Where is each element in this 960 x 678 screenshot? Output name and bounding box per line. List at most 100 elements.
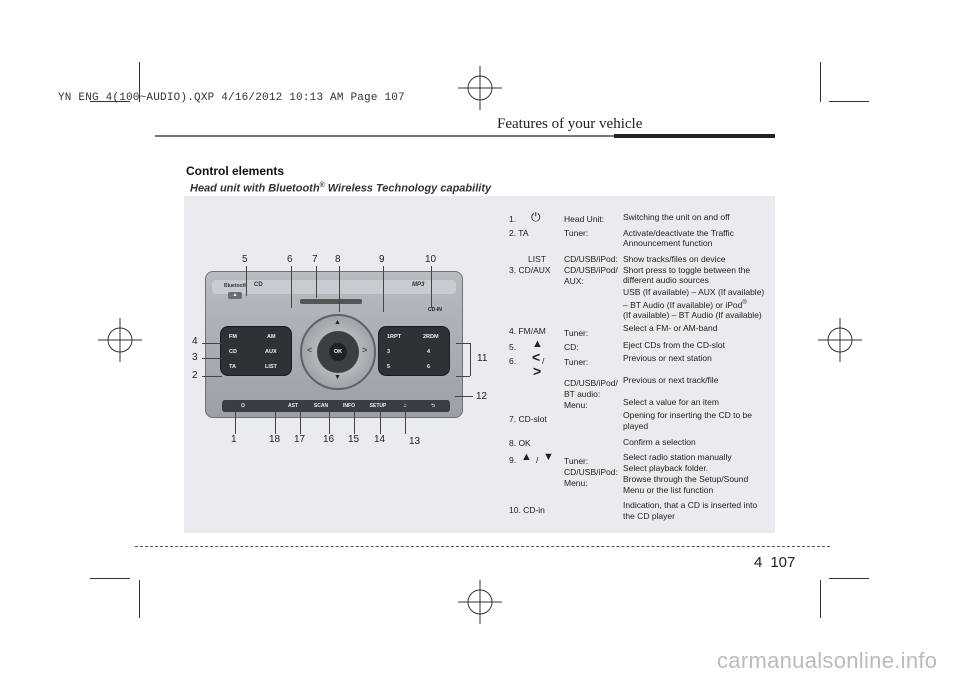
up-arrow-icon: ▲ xyxy=(334,319,341,326)
callout-3: 3 xyxy=(192,352,198,363)
eject-icon: ▲ xyxy=(532,338,543,350)
callout-13: 13 xyxy=(409,436,421,447)
preset-5-key: 5 xyxy=(387,364,391,370)
row-3-desc: (If available) – BT Audio (If available) xyxy=(623,310,762,320)
row-6-desc: Previous or next track/file xyxy=(623,375,719,385)
preset-button-pad: 1RPT 2RDM 3 4 5 6 xyxy=(378,326,450,376)
row-6-separator: / xyxy=(542,356,545,366)
row-10-desc: the CD player xyxy=(623,511,675,521)
leader-line xyxy=(291,266,292,308)
row-6-label: CD/USB/iPod/ xyxy=(564,378,618,388)
preset-1-key: 1RPT xyxy=(387,334,402,340)
row-6-desc: Previous or next station xyxy=(623,353,712,363)
leader-line xyxy=(405,410,406,434)
navigation-dial: OK ▲ ▼ < > xyxy=(300,314,376,390)
row-9-desc: Browse through the Setup/Sound xyxy=(623,474,749,484)
leader-line xyxy=(202,376,222,377)
next-chevron-icon: > xyxy=(533,363,542,379)
ast-key: AST xyxy=(288,403,298,409)
aux-key: AUX xyxy=(265,349,277,355)
leader-line xyxy=(235,410,236,434)
row-3-num: LIST xyxy=(528,254,546,264)
down-arrow-icon: ▼ xyxy=(334,374,341,381)
callout-18: 18 xyxy=(269,434,281,445)
row-2-num: 2. TA xyxy=(509,228,529,238)
preset-6-key: 6 xyxy=(427,364,431,370)
leader-line xyxy=(316,266,317,298)
info-key: INFO xyxy=(343,403,355,409)
registration-mark xyxy=(458,66,502,110)
callout-11: 11 xyxy=(477,353,488,364)
crop-mark xyxy=(829,101,869,102)
callout-8: 8 xyxy=(335,254,341,265)
fm-key: FM xyxy=(229,334,237,340)
music-note-icon: ♫ xyxy=(403,403,407,409)
leader-line xyxy=(339,266,340,312)
callout-17: 17 xyxy=(294,434,306,445)
row-9-separator: / xyxy=(536,455,539,465)
row-6-desc: Select a value for an item xyxy=(623,397,719,407)
row-1-desc: Switching the unit on and off xyxy=(623,212,730,222)
leader-line xyxy=(383,266,384,312)
row-6-label: Menu: xyxy=(564,400,588,410)
leader-line xyxy=(380,410,381,434)
callout-7: 7 xyxy=(312,254,318,265)
cd-key: CD xyxy=(229,349,237,355)
cd-logo: CD xyxy=(254,282,263,288)
row-3-desc: – BT Audio (If available) or iPod® xyxy=(623,299,747,310)
ok-button: OK xyxy=(329,343,347,361)
row-3-num: 3. CD/AUX xyxy=(509,265,551,275)
preset-4-key: 4 xyxy=(427,349,431,355)
mp3-logo: MP3 xyxy=(412,282,425,288)
up-arrow-icon: ▲ xyxy=(521,451,532,463)
callout-6: 6 xyxy=(287,254,293,265)
ta-key: TA xyxy=(229,364,236,370)
callout-9: 9 xyxy=(379,254,385,265)
row-2-label: Tuner: xyxy=(564,228,589,238)
leader-line xyxy=(300,410,301,434)
callout-1: 1 xyxy=(231,434,237,445)
page-title: Control elements xyxy=(186,164,285,178)
crop-mark xyxy=(829,578,869,579)
registration-mark xyxy=(458,580,502,624)
setup-key: SETUP xyxy=(369,403,387,409)
previous-chevron-icon: < xyxy=(532,349,541,365)
row-9-desc: Menu or the list function xyxy=(623,485,714,495)
row-10-num: 10. CD-in xyxy=(509,505,545,515)
page-subtitle: Head unit with Bluetooth® Wireless Techn… xyxy=(190,182,492,195)
callout-4: 4 xyxy=(192,336,198,347)
leader-line xyxy=(246,266,247,296)
row-5-num: 5. xyxy=(509,342,517,352)
row-9-label: Tuner: xyxy=(564,456,589,466)
crop-mark xyxy=(90,101,130,102)
section-header: Features of your vehicle xyxy=(497,116,643,132)
head-unit-illustration: Bluetooth CD MP3 ▲ CD-IN FM AM CD AUX TA… xyxy=(205,271,463,418)
row-4-desc: Select a FM- or AM-band xyxy=(623,323,718,333)
row-9-desc: Select radio station manually xyxy=(623,452,732,462)
row-2-desc: Activate/deactivate the Traffic xyxy=(623,228,734,238)
row-3-label: AUX: xyxy=(564,276,584,286)
leader-line xyxy=(202,343,222,344)
footer-rule xyxy=(135,546,830,547)
callout-14: 14 xyxy=(374,434,386,445)
bluetooth-logo: Bluetooth xyxy=(224,283,248,289)
crop-mark xyxy=(139,62,140,102)
power-icon: ⏻ xyxy=(241,403,245,409)
row-6-num: 6. xyxy=(509,356,517,366)
row-3-desc: Show tracks/files on device xyxy=(623,254,726,264)
row-2-desc: Announcement function xyxy=(623,238,713,248)
row-5-desc: Eject CDs from the CD-slot xyxy=(623,340,726,350)
row-3-label: CD/USB/iPod/ xyxy=(564,265,618,275)
row-3-desc: different audio sources xyxy=(623,275,709,285)
leader-line xyxy=(275,410,276,434)
row-3-desc: Short press to toggle between the xyxy=(623,265,751,275)
scan-key: SCAN xyxy=(313,403,329,409)
row-5-label: CD: xyxy=(564,342,579,352)
callout-15: 15 xyxy=(348,434,360,445)
row-6-label: Tuner: xyxy=(564,357,589,367)
leader-line xyxy=(456,376,470,377)
row-9-desc: Select playback folder. xyxy=(623,463,709,473)
callout-2: 2 xyxy=(192,370,198,381)
row-1-num: 1. xyxy=(509,214,517,224)
